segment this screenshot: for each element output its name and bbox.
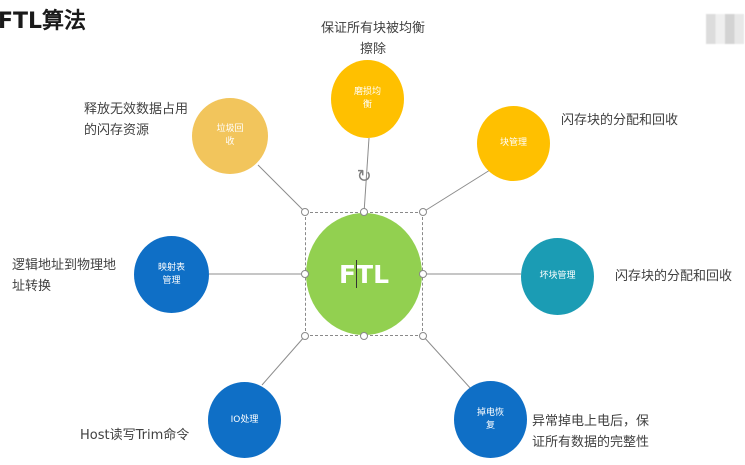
- connector-wear: [363, 137, 370, 214]
- node-block-management-label: 块管理: [499, 138, 527, 148]
- node-bad-block-management-label: 坏块管理: [539, 271, 576, 281]
- node-block-management[interactable]: 块管理: [477, 106, 550, 181]
- connector-io: [261, 335, 306, 386]
- node-wear-leveling-label: 磨损均 衡: [353, 87, 381, 110]
- desc-bad-block-management: 闪存块的分配和回收: [615, 269, 733, 284]
- page-title: FTL算法: [0, 9, 87, 34]
- rotate-handle-icon[interactable]: ↻: [356, 166, 372, 187]
- resize-handle-bottom[interactable]: [360, 332, 368, 340]
- desc-wear-leveling: 保证所有块被均衡 擦除: [320, 21, 425, 57]
- node-wear-leveling[interactable]: 磨损均 衡: [331, 60, 404, 138]
- node-power-loss-recovery[interactable]: 掉电恢 复: [454, 381, 527, 458]
- connector-block: [422, 169, 491, 213]
- desc-garbage-collection: 释放无效数据占用 的闪存资源: [84, 102, 189, 138]
- resize-handle-bottom-right[interactable]: [419, 332, 427, 340]
- center-node-label: FTL: [338, 259, 390, 289]
- text-cursor: [356, 260, 357, 288]
- node-mapping-table-label: 映射表 管理: [157, 262, 185, 286]
- node-garbage-collection[interactable]: 垃圾回 收: [192, 98, 268, 174]
- resize-handle-left[interactable]: [301, 270, 309, 278]
- resize-handle-bottom-left[interactable]: [301, 332, 309, 340]
- resize-handle-top-right[interactable]: [419, 208, 427, 216]
- node-power-loss-recovery-label: 掉电恢 复: [476, 407, 504, 431]
- resize-handle-right[interactable]: [419, 270, 427, 278]
- blurred-thumbnail: [706, 14, 744, 44]
- node-bad-block-management[interactable]: 坏块管理: [521, 238, 594, 315]
- node-io-processing-label: IO处理: [230, 414, 259, 425]
- desc-io-processing: Host读写Trim命令: [80, 428, 190, 443]
- node-mapping-table[interactable]: 映射表 管理: [134, 236, 209, 313]
- resize-handle-top[interactable]: [360, 208, 368, 216]
- desc-power-loss-recovery: 异常掉电上电后，保 证所有数据的完整性: [532, 414, 650, 450]
- resize-handle-top-left[interactable]: [301, 208, 309, 216]
- selection-box: [305, 212, 423, 336]
- desc-block-management: 闪存块的分配和回收: [561, 113, 679, 128]
- connector-gc: [257, 164, 306, 213]
- desc-mapping-table: 逻辑地址到物理地 址转换: [12, 258, 117, 294]
- center-node-ftl[interactable]: FTL: [306, 213, 422, 335]
- node-garbage-collection-label: 垃圾回 收: [216, 124, 244, 147]
- node-io-processing[interactable]: IO处理: [208, 382, 281, 458]
- connector-power-loss: [422, 335, 473, 391]
